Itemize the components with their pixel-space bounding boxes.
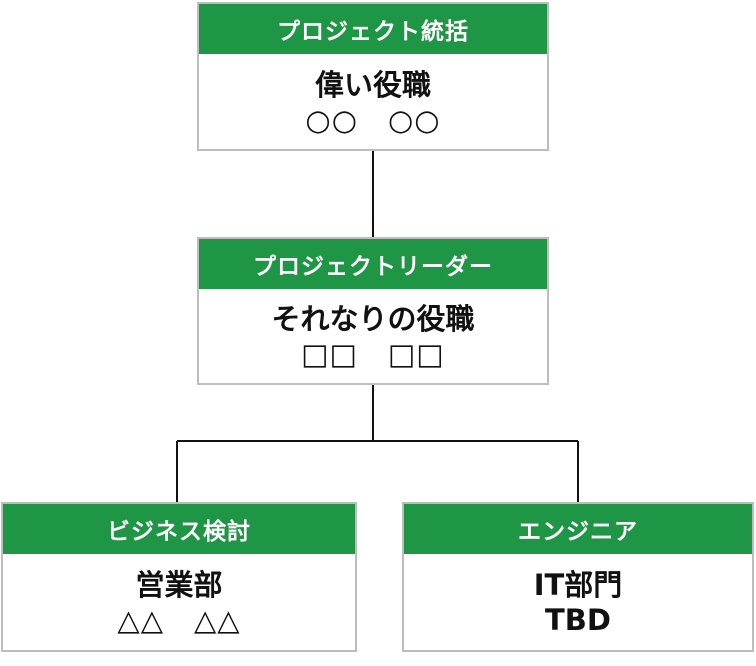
project-supervision-title: 偉い役職	[314, 67, 431, 102]
project-leader-name: □□ □□	[301, 337, 445, 371]
project-leader-body: それなりの役職 □□ □□	[199, 289, 547, 383]
engineer-header: エンジニア	[404, 504, 752, 554]
business-review-name: △△ △△	[117, 603, 241, 637]
engineer-name: TBD	[545, 603, 611, 637]
project-supervision-body: 偉い役職 ○○ ○○	[199, 54, 547, 149]
project-leader-title: それなりの役職	[271, 302, 475, 336]
engineer-title: IT部門	[533, 568, 623, 602]
engineer-body: IT部門 TBD	[404, 554, 752, 650]
business-review-header: ビジネス検討	[3, 504, 355, 554]
project-leader-box: プロジェクトリーダー それなりの役職 □□ □□	[197, 237, 549, 385]
business-review-body: 営業部 △△ △△	[3, 554, 355, 650]
project-supervision-header: プロジェクト統括	[199, 4, 547, 54]
business-review-title: 営業部	[135, 568, 223, 602]
project-supervision-name: ○○ ○○	[305, 102, 441, 137]
business-review-box: ビジネス検討 営業部 △△ △△	[1, 502, 357, 652]
project-leader-header: プロジェクトリーダー	[199, 239, 547, 289]
project-supervision-box: プロジェクト統括 偉い役職 ○○ ○○	[197, 2, 549, 151]
engineer-box: エンジニア IT部門 TBD	[402, 502, 754, 652]
